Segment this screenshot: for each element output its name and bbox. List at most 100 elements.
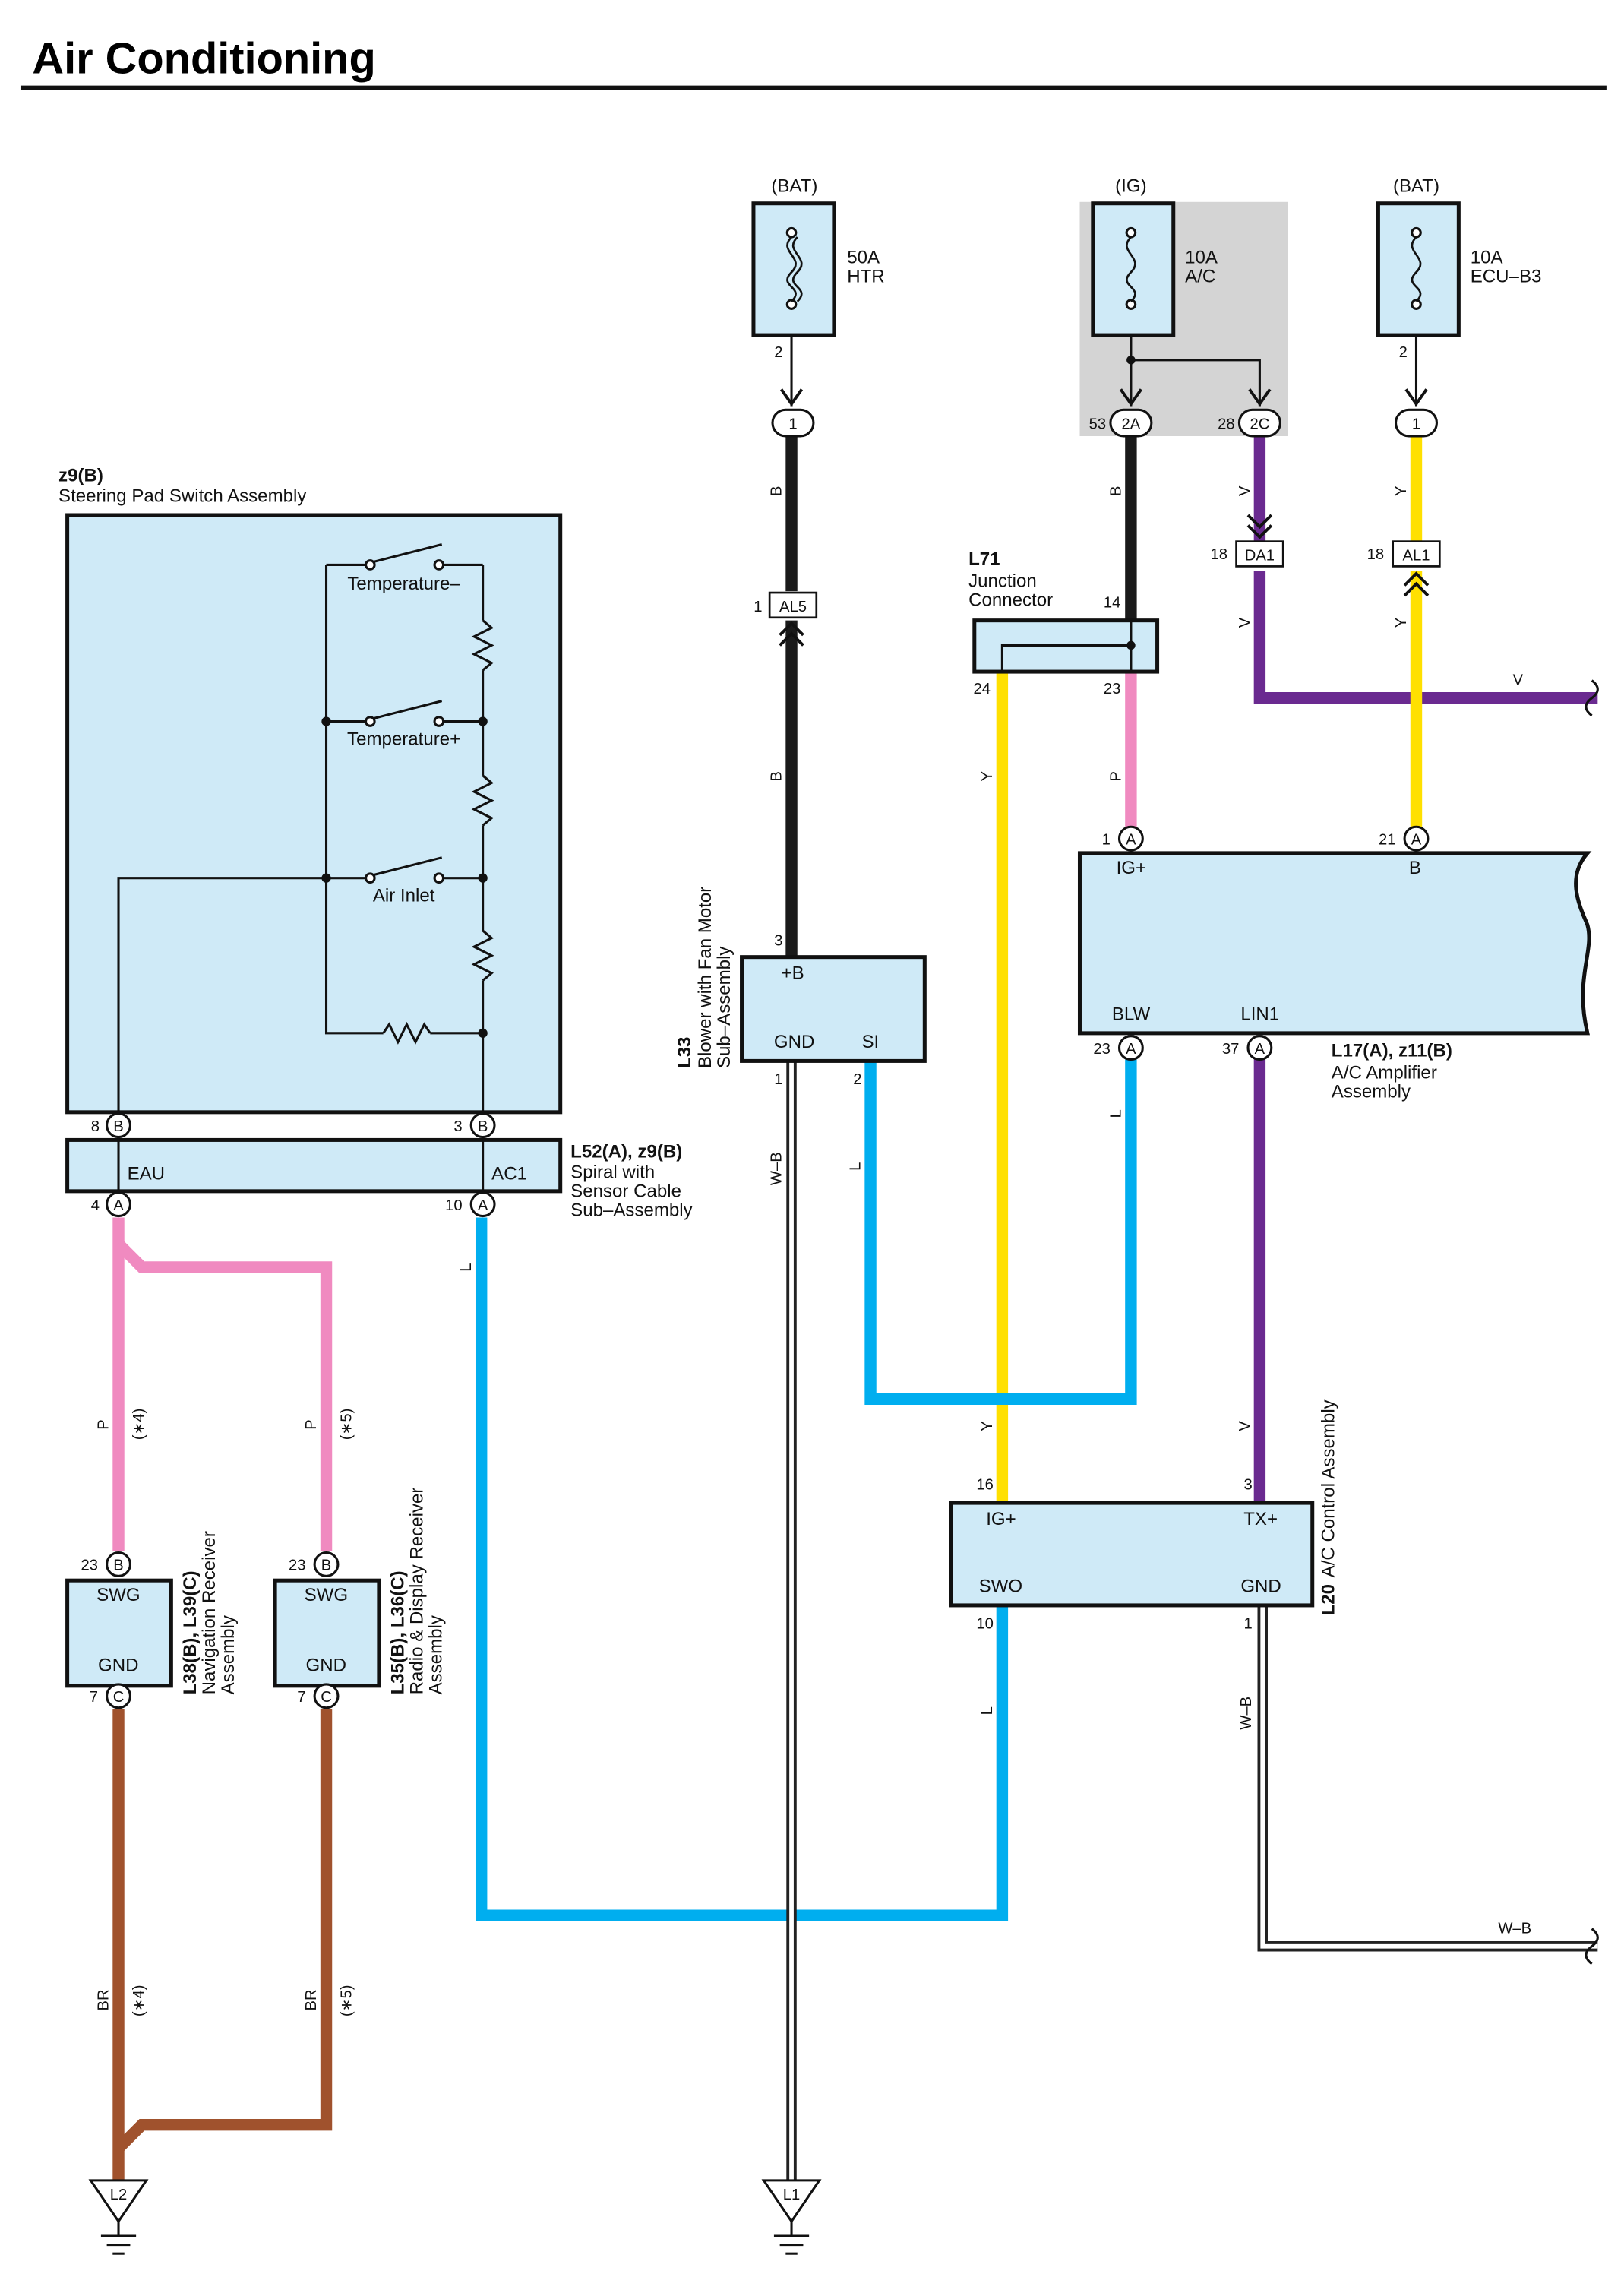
wl-y-1: Y bbox=[1393, 485, 1410, 496]
jb-pin-2a bbox=[1109, 408, 1153, 438]
sw3-contact-left bbox=[364, 872, 376, 884]
jb-pin-2c bbox=[1237, 408, 1281, 438]
spiral-pin-left bbox=[106, 1191, 131, 1218]
ctrl-term-swo: SWO bbox=[979, 1577, 1022, 1597]
wl-l-3: L bbox=[458, 1263, 475, 1272]
jb-pin-htr-label: 1 bbox=[788, 416, 797, 432]
radio-pin-gnd bbox=[313, 1683, 340, 1709]
radio-pin-swg-label: B bbox=[321, 1558, 332, 1574]
radio-name-2: Assembly bbox=[426, 1615, 447, 1694]
nav-pin-gnd bbox=[106, 1683, 131, 1709]
wl-b-3: B bbox=[1107, 485, 1124, 495]
amp-pin-b-label: A bbox=[1411, 831, 1422, 848]
wl-y-3: Y bbox=[979, 771, 996, 782]
spiral-cable bbox=[65, 1137, 563, 1194]
amp-pin-lin bbox=[1246, 1035, 1273, 1061]
sw3-node-right bbox=[478, 873, 488, 883]
wl-l-4: L bbox=[979, 1706, 996, 1715]
wl-v-3: V bbox=[1513, 672, 1524, 688]
resistor-1 bbox=[471, 619, 494, 672]
wl-note5-2: (∗5) bbox=[338, 1984, 355, 2016]
fuse-htr-name: HTR bbox=[847, 267, 884, 287]
wl-v-4: V bbox=[1237, 1421, 1253, 1431]
wl-l-2: L bbox=[848, 1162, 864, 1171]
wire-blue-si-blw bbox=[864, 1059, 1137, 1406]
steering-pad-code: z9(B) bbox=[58, 466, 103, 486]
amp-pin-ig bbox=[1117, 825, 1144, 852]
wl-b-1: B bbox=[769, 485, 785, 495]
ctrl-term-gnd: GND bbox=[1240, 1577, 1281, 1597]
conn-al5-label: AL5 bbox=[779, 599, 807, 615]
amp-term-lin: LIN1 bbox=[1240, 1004, 1279, 1024]
nav-pin-swg-label: B bbox=[113, 1558, 124, 1574]
jb-pin-2a-num: 53 bbox=[1089, 416, 1107, 432]
blower-term-si: SI bbox=[861, 1032, 879, 1052]
ctrl-term-tx: TX+ bbox=[1243, 1509, 1278, 1529]
nav-pin-gnd-num: 7 bbox=[90, 1689, 98, 1706]
switch-air-inlet-label: Air Inlet bbox=[373, 885, 435, 906]
amp-pin-ig-label: A bbox=[1126, 831, 1136, 848]
wl-note5-1: (∗5) bbox=[338, 1409, 355, 1441]
sw2-node-right bbox=[478, 716, 488, 726]
conn-da1-label: DA1 bbox=[1245, 548, 1275, 565]
ac-source-label: (IG) bbox=[1115, 176, 1146, 196]
wl-y-4: Y bbox=[979, 1421, 996, 1431]
spiral-term-eau: EAU bbox=[128, 1163, 165, 1184]
wire-purple-v bbox=[1253, 571, 1598, 704]
conn-al1-label: AL1 bbox=[1402, 548, 1430, 565]
jb-pin-2c-num: 28 bbox=[1218, 416, 1235, 432]
sw3-contact-right bbox=[433, 872, 445, 884]
radio-label-group: L35(B), L36(C) Radio & Display Receiver … bbox=[388, 1488, 447, 1695]
fuse-htr bbox=[751, 201, 836, 337]
fuse-htr-element bbox=[786, 236, 803, 302]
switch-temp-plus-label: Temperature+ bbox=[347, 729, 460, 749]
sw2-blade bbox=[372, 700, 443, 720]
resistor-2 bbox=[471, 774, 494, 827]
spiral-name-3: Sub–Assembly bbox=[570, 1200, 693, 1221]
jb-pin-2a-label: 2A bbox=[1122, 416, 1141, 432]
wl-br-2: BR bbox=[303, 1989, 320, 2010]
ground-l1 bbox=[761, 2179, 822, 2255]
fuse-ecu-contact-top bbox=[1411, 226, 1422, 239]
ac-control bbox=[949, 1501, 1315, 1608]
amp-name-2: Assembly bbox=[1332, 1082, 1411, 1102]
radio-term-swg: SWG bbox=[305, 1585, 348, 1605]
ctrl-name: A/C Control Assembly bbox=[1319, 1399, 1339, 1577]
radio-pin-swg-num: 23 bbox=[289, 1558, 306, 1574]
amp-pin-blw-label: A bbox=[1126, 1041, 1136, 1058]
steering-pin-left-label: B bbox=[113, 1118, 124, 1135]
nav-pin-swg bbox=[106, 1551, 131, 1577]
jb-pin-ecu-label: 1 bbox=[1412, 416, 1420, 432]
ground-l1-label: L1 bbox=[783, 2187, 801, 2203]
fuse-htr-pin: 2 bbox=[774, 344, 782, 361]
radio-pin-swg bbox=[313, 1551, 340, 1577]
steering-bottom-node bbox=[478, 1028, 488, 1038]
blower-motor bbox=[740, 955, 927, 1063]
amp-term-ig: IG+ bbox=[1117, 858, 1146, 878]
fuse-ecu-rating: 10A bbox=[1471, 248, 1503, 268]
fuse-ecu-name: ECU–B3 bbox=[1471, 267, 1542, 287]
nav-pin-swg-num: 23 bbox=[81, 1558, 99, 1574]
sw2-contact-right bbox=[433, 716, 445, 727]
fuse-ac-name: A/C bbox=[1185, 267, 1215, 287]
l71-name-1: Junction bbox=[968, 571, 1037, 591]
radio-term-gnd: GND bbox=[306, 1656, 346, 1676]
radio-pin-gnd-label: C bbox=[321, 1689, 332, 1706]
radio-code: L35(B), L36(C) bbox=[388, 1570, 409, 1694]
ground-l2-label: L2 bbox=[110, 2187, 128, 2203]
blower-label-group: L33 Blower with Fan Motor Sub–Assembly bbox=[675, 887, 735, 1068]
wl-v-2: V bbox=[1237, 617, 1253, 628]
amp-pin-blw-num: 23 bbox=[1093, 1041, 1111, 1058]
ground-l2 bbox=[88, 2179, 149, 2255]
ctrl-pin-ig: 16 bbox=[976, 1477, 994, 1494]
ctrl-pin-gnd: 1 bbox=[1244, 1616, 1253, 1633]
jb-pin-ecu bbox=[1394, 408, 1438, 438]
ctrl-pin-swo: 10 bbox=[976, 1616, 994, 1633]
wl-wb-3: W–B bbox=[1498, 1920, 1531, 1937]
wl-v-1: V bbox=[1237, 485, 1253, 496]
wl-p-1: P bbox=[1107, 771, 1124, 781]
steering-pin-right-label: B bbox=[478, 1118, 488, 1135]
spiral-pin-left-label: A bbox=[113, 1197, 124, 1214]
spiral-pin-right-num: 10 bbox=[445, 1197, 463, 1214]
